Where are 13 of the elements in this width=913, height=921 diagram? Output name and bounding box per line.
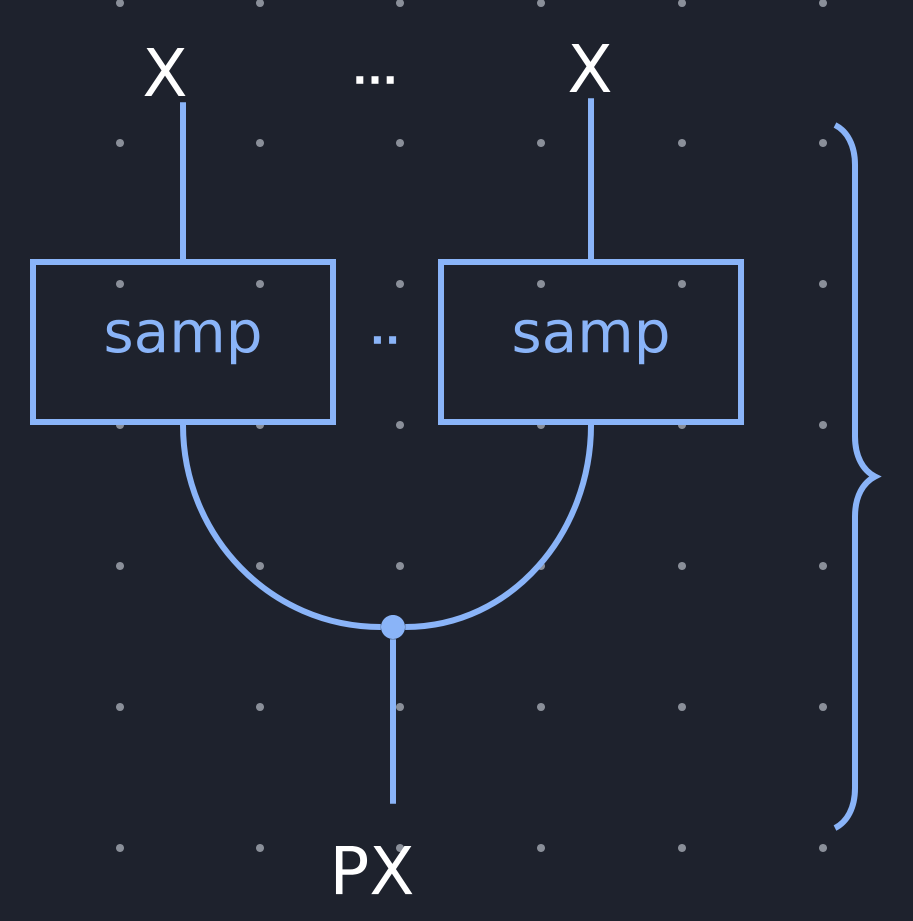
ellipsis-label: ... bbox=[356, 76, 394, 84]
process-box: samp bbox=[30, 259, 336, 425]
junction-dot bbox=[381, 615, 405, 639]
connector-line bbox=[180, 102, 186, 259]
connector-line bbox=[390, 639, 396, 804]
connector-line bbox=[404, 424, 594, 630]
connector-line bbox=[588, 98, 594, 259]
variable-label: X bbox=[144, 48, 186, 96]
ellipsis-label: .. bbox=[374, 336, 396, 344]
process-box: samp bbox=[438, 259, 744, 425]
variable-label: X bbox=[569, 44, 611, 92]
variable-label: PX bbox=[336, 846, 412, 894]
connector-line bbox=[180, 424, 381, 630]
